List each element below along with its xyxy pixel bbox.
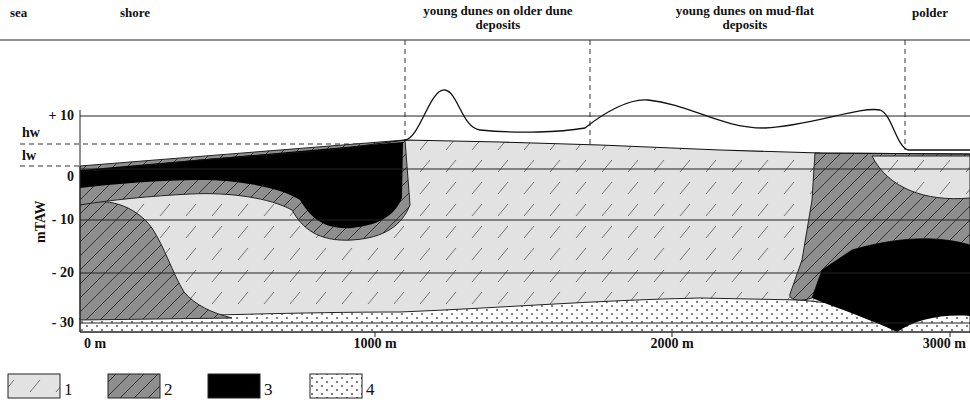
legend-label: 3 bbox=[264, 381, 273, 400]
legend-label: 1 bbox=[64, 381, 73, 400]
distance-label: 1000 m bbox=[353, 336, 396, 351]
distance-label: 0 m bbox=[84, 336, 106, 351]
distance-label: 3000 m bbox=[923, 336, 966, 351]
zone-label: polder bbox=[912, 6, 948, 20]
water-level-label: lw bbox=[22, 148, 36, 163]
zone-label: sea bbox=[10, 6, 27, 20]
zone-label: young dunes on older dune deposits bbox=[411, 4, 586, 33]
axis-label: - 30 bbox=[52, 315, 74, 330]
legend-label: 4 bbox=[366, 381, 375, 400]
axis-label: + 10 bbox=[49, 108, 74, 123]
water-level-label: hw bbox=[22, 125, 40, 140]
axis-label: - 10 bbox=[52, 212, 74, 227]
axis-title: mTAW bbox=[32, 201, 47, 244]
axis-label: - 20 bbox=[52, 265, 74, 280]
axis-label: 0 bbox=[67, 169, 74, 184]
distance-label: 2000 m bbox=[650, 336, 693, 351]
zone-label: shore bbox=[120, 6, 150, 20]
zone-label: young dunes on mud-flat deposits bbox=[658, 4, 833, 33]
legend-label: 2 bbox=[164, 381, 173, 400]
